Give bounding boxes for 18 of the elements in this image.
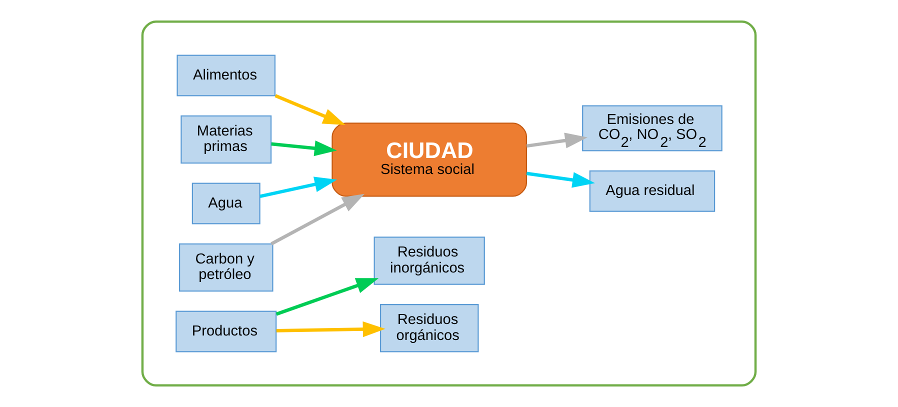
node-box: Agua (192, 182, 260, 224)
node-box: Alimentos (176, 54, 276, 96)
node-box: Materias primas (180, 115, 272, 164)
node-box: Residuos inorgánicos (374, 236, 485, 285)
arrow (276, 321, 386, 338)
arrow (260, 176, 338, 198)
arrow (270, 194, 365, 246)
node-box: CIUDAD Sistema social (332, 122, 528, 197)
arrow (274, 94, 346, 126)
node-box: Productos (176, 310, 277, 352)
cluster (141, 20, 757, 387)
arrow (526, 132, 588, 148)
node-box: Residuos orgánicos (380, 304, 479, 352)
arrow (276, 278, 379, 316)
node-box: Carbon y petróleo (178, 243, 274, 292)
node-box: Agua residual (589, 170, 716, 212)
arrow (271, 140, 337, 156)
arrow (526, 172, 595, 188)
